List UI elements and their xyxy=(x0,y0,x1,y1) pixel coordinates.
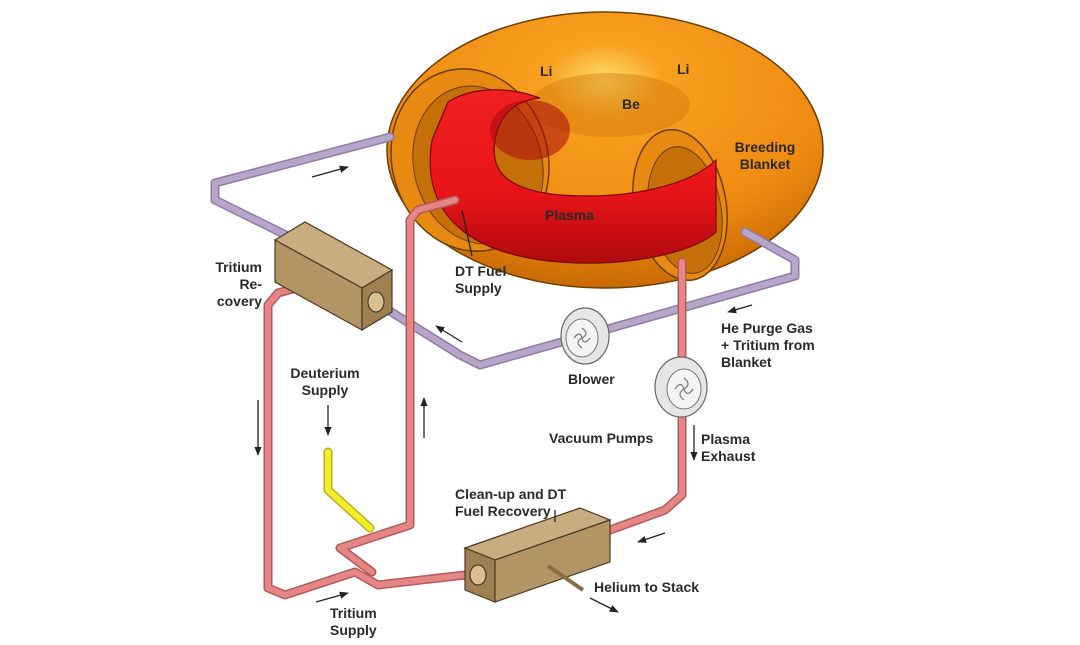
label-breeding-blanket: Breeding Blanket xyxy=(734,139,796,172)
blower xyxy=(560,307,610,365)
label-plasma-exhaust: Plasma Exhaust xyxy=(701,431,756,464)
arrow-purge-top xyxy=(311,165,349,178)
plasma-torus xyxy=(429,89,717,264)
cleanup-unit xyxy=(463,507,612,603)
dt-fuel-pointer xyxy=(461,209,473,257)
label-he-purge-gas: He Purge Gas + Tritium from Blanket xyxy=(721,320,815,370)
label-be: Be xyxy=(622,96,640,112)
flow-arrows xyxy=(254,165,753,613)
label-cleanup-dt-recovery: Clean-up and DT Fuel Recovery xyxy=(455,486,567,519)
deuterium-pipe xyxy=(323,447,375,533)
label-deuterium-supply: Deuterium Supply xyxy=(290,365,360,398)
label-plasma: Plasma xyxy=(545,207,595,223)
arrow-he-purge xyxy=(727,304,753,314)
label-dt-fuel-supply: DT Fuel Supply xyxy=(455,263,507,296)
label-tritium-supply: Tritium Supply xyxy=(330,605,377,638)
arrow-tritium-supply xyxy=(315,591,349,603)
label-tritium-recovery: Tritium Re- covery xyxy=(215,259,262,309)
tritium-recovery-unit xyxy=(273,221,394,332)
label-blower: Blower xyxy=(568,371,615,387)
vacuum-pump xyxy=(654,356,708,418)
label-li-right: Li xyxy=(677,61,690,77)
arrow-cleanup-in xyxy=(637,532,666,543)
arrow-helium-stack xyxy=(589,597,619,613)
label-helium-to-stack: Helium to Stack xyxy=(594,579,700,595)
arrow-purge-return xyxy=(435,325,463,343)
label-vacuum-pumps: Vacuum Pumps xyxy=(549,430,654,446)
label-li-left: Li xyxy=(540,63,553,79)
